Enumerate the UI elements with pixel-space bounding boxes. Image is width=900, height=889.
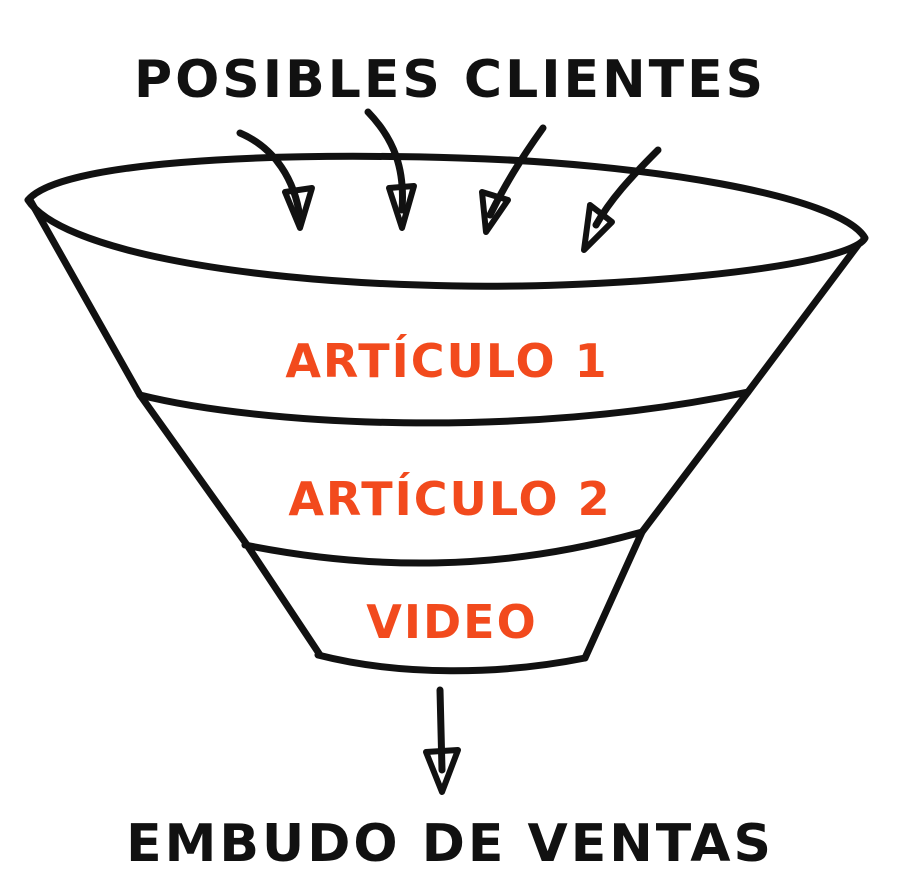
arrow-shaft-1 [236,129,304,222]
arrow-head-2 [386,183,417,231]
stage-label-1: ARTÍCULO 1 [285,334,608,388]
bottom-label: EMBUDO DE VENTAS [126,814,774,874]
funnel-right-wall [581,241,862,662]
arrow-shaft-2 [364,108,406,214]
arrow-head-3 [479,189,511,235]
top-label: POSIBLES CLIENTES [134,50,766,110]
down-arrow-shaft [436,686,446,774]
down-arrow-head [423,747,461,795]
band-divider-2 [241,528,646,567]
arrow-head-1 [282,185,315,231]
funnel [24,152,869,675]
outgoing-arrow [423,686,461,795]
stage-label-2: ARTÍCULO 2 [288,472,611,526]
arrow-shaft-3 [486,124,547,219]
arrow-head-4 [581,202,615,253]
band-divider-1 [136,388,752,427]
funnel-left-wall [26,196,324,659]
stage-label-3: VIDEO [366,595,537,649]
funnel-rim [24,152,869,290]
funnel-bottom [314,651,589,675]
arrow-shaft-4 [592,146,662,229]
incoming-arrows [236,108,662,253]
